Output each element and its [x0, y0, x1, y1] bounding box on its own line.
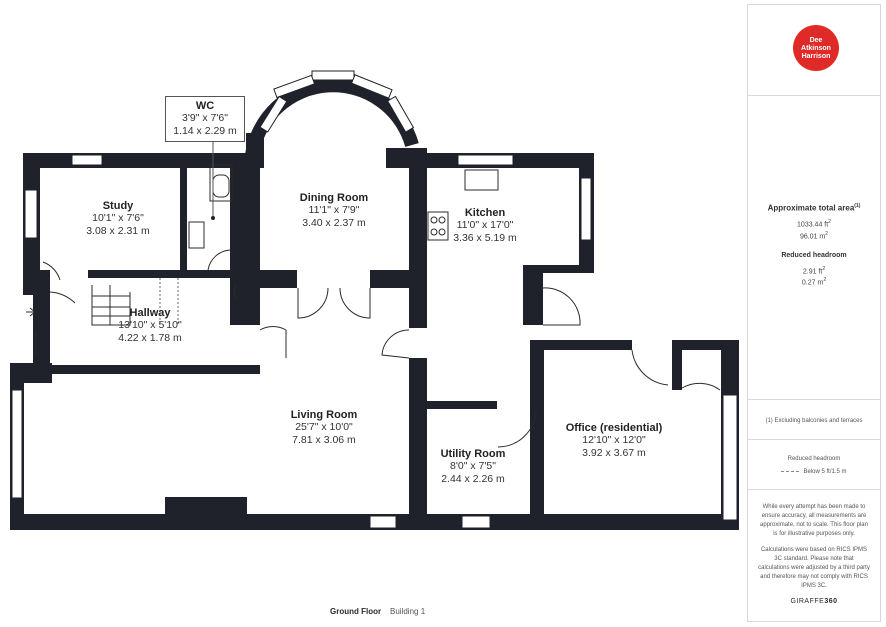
divider [748, 95, 880, 96]
divider [748, 489, 880, 490]
room-imperial: 11'1" x 7'9" [308, 204, 360, 216]
room-dining: Dining Room 11'1" x 7'9" 3.40 x 2.37 m [300, 192, 368, 230]
room-metric: 1.14 x 2.29 m [173, 125, 237, 137]
room-utility: Utility Room 8'0" x 7'5" 2.44 x 2.26 m [441, 448, 506, 486]
bay-window-panes [259, 70, 415, 133]
floor-plan [10, 70, 739, 530]
reduced-ft: 2.91 ft2 [802, 266, 826, 276]
total-area-ft: 1033.44 ft2 [797, 219, 831, 229]
room-name: Study [102, 200, 134, 212]
room-metric: 3.36 x 5.19 m [453, 232, 517, 244]
floor-caption: Ground Floor Building 1 [330, 607, 425, 616]
building-label: Building 1 [390, 607, 426, 616]
divider [748, 399, 880, 400]
room-office: Office (residential) 12'10" x 12'0" 3.92… [566, 422, 663, 460]
total-area-m: 96.01 m2 [799, 231, 829, 241]
room-imperial: 13'10" x 5'10" [118, 319, 182, 331]
room-metric: 3.92 x 3.67 m [582, 447, 646, 459]
info-sidebar: Dee Atkinson Harrison Approximate total … [747, 4, 881, 622]
room-hallway: Hallway 13'10" x 5'10" 4.22 x 1.78 m [118, 307, 182, 345]
wc-pointer-dot [211, 216, 215, 220]
room-name: Hallway [129, 307, 171, 319]
room-imperial: 3'9" x 7'6" [182, 112, 228, 124]
room-metric: 4.22 x 1.78 m [118, 332, 182, 344]
room-metric: 3.08 x 2.31 m [86, 225, 150, 237]
total-area-title: Approximate total area(1) [767, 203, 861, 213]
disclaimer: While every attempt has been made to ens… [760, 504, 868, 537]
room-name: Kitchen [464, 207, 506, 219]
room-imperial: 10'1" x 7'6" [92, 212, 144, 224]
room-imperial: 25'7" x 10'0" [295, 421, 353, 433]
room-imperial: 11'0" x 17'0" [456, 219, 514, 231]
agency-logo: Dee Atkinson Harrison [793, 25, 839, 71]
room-metric: 2.44 x 2.26 m [441, 473, 505, 485]
reduced-m: 0.27 m2 [801, 277, 827, 287]
reduced-headroom-title: Reduced headroom [781, 252, 847, 259]
calculation-note: Calculations were based on RICS IPMS 3C … [758, 547, 870, 589]
floor-label: Ground Floor [330, 607, 382, 616]
room-metric: 7.81 x 3.06 m [292, 434, 356, 446]
room-imperial: 12'10" x 12'0" [582, 434, 646, 446]
room-wc: WC 3'9" x 7'6" 1.14 x 2.29 m [173, 100, 237, 138]
room-metric: 3.40 x 2.37 m [302, 217, 366, 229]
room-name: Office (residential) [565, 422, 663, 434]
legend-title: Reduced headroom [787, 456, 841, 462]
interior-lines [26, 164, 721, 448]
wc-callout [165, 96, 245, 142]
room-name: Dining Room [299, 192, 369, 204]
exclusion-note: (1) Excluding balconies and terraces [765, 418, 863, 424]
windows [11, 154, 738, 529]
room-name: WC [195, 100, 215, 112]
walls [10, 133, 739, 530]
room-living: Living Room 25'7" x 10'0" 7.81 x 3.06 m [291, 409, 358, 447]
room-imperial: 8'0" x 7'5" [450, 460, 496, 472]
brand-mark: GIRAFFE360 [790, 598, 838, 605]
legend-item: Below 5 ft/1.5 m [748, 468, 880, 477]
room-kitchen: Kitchen 11'0" x 17'0" 3.36 x 5.19 m [453, 207, 517, 245]
room-study: Study 10'1" x 7'6" 3.08 x 2.31 m [86, 200, 150, 238]
divider [748, 439, 880, 440]
room-name: Living Room [290, 409, 358, 421]
room-name: Utility Room [440, 448, 506, 460]
